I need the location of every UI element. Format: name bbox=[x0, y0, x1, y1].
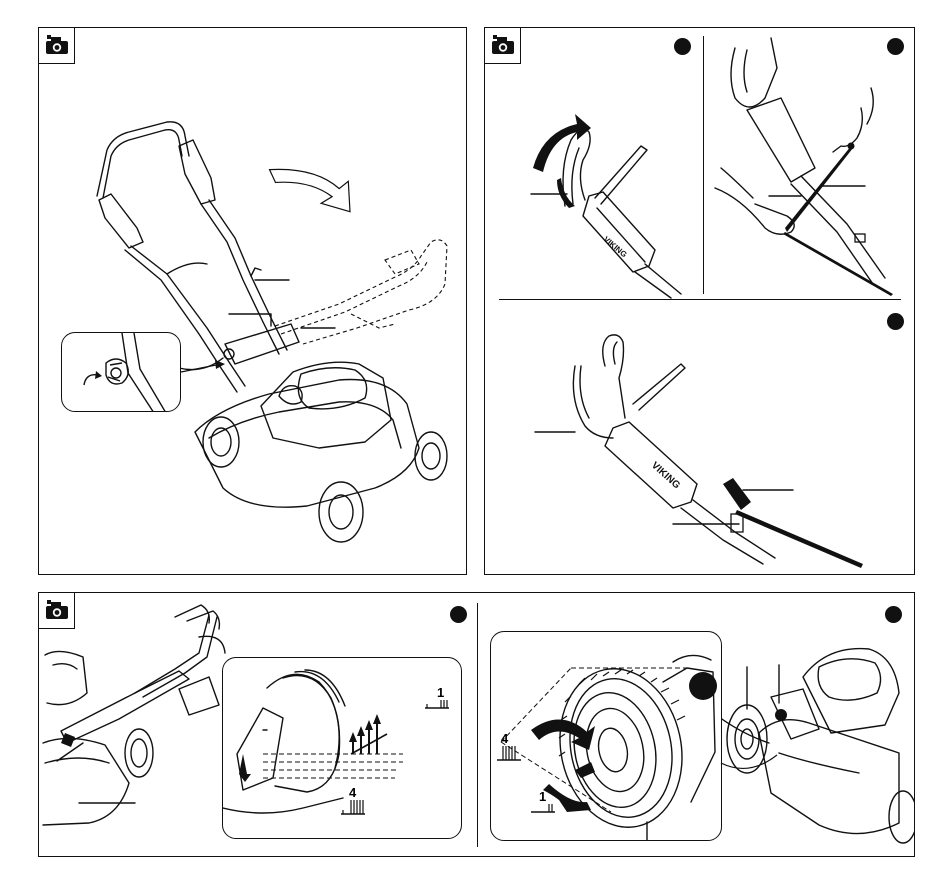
panel-cutting-height: 1 4 bbox=[38, 592, 915, 857]
panel-handle-assembly bbox=[38, 27, 467, 575]
knob-detail-illustration bbox=[62, 333, 181, 412]
callout-connector bbox=[719, 743, 779, 783]
grass-short-icon bbox=[529, 802, 557, 814]
svg-text:VIKING: VIKING bbox=[649, 460, 682, 491]
mower-handle-illustration bbox=[39, 28, 467, 575]
grass-tall-icon bbox=[339, 798, 367, 816]
wheel-detail-callout: 4 1 bbox=[490, 631, 722, 841]
knob-detail-callout bbox=[61, 332, 181, 412]
grass-tall-icon bbox=[495, 744, 523, 762]
cable-routing-illustrations: VIKING bbox=[485, 28, 915, 575]
height-lever-detail-callout: 1 4 bbox=[222, 657, 462, 839]
wheel-detail bbox=[491, 632, 722, 841]
panel-cable-routing: VIKING bbox=[484, 27, 915, 575]
grass-short-icon bbox=[423, 698, 451, 710]
